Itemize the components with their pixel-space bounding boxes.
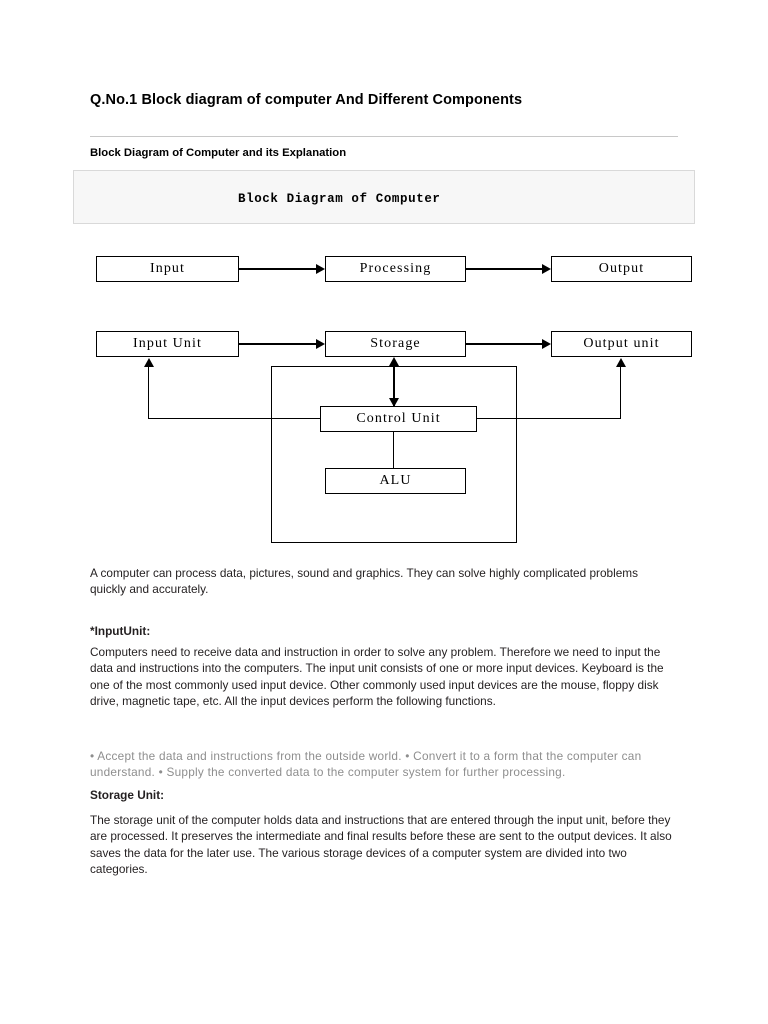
connector-inputunit-to-storage [239,343,316,345]
input-unit-heading: *InputUnit: [90,624,151,638]
arrowhead-inputunit-to-storage-icon [316,339,325,349]
connector-controlunit-to-alu [393,432,394,468]
connector-controlunit-left-horizontal [148,418,320,419]
diagram-node-alu: ALU [325,468,466,494]
diagram-node-storage: Storage [325,331,466,357]
connector-processing-to-output [466,268,542,270]
intro-paragraph: A computer can process data, pictures, s… [90,566,638,597]
connector-storage-to-outputunit [466,343,542,345]
diagram-node-control-unit: Control Unit [320,406,477,432]
horizontal-divider [90,136,678,137]
page-title: Q.No.1 Block diagram of computer And Dif… [90,92,523,108]
banner-box [73,170,695,224]
connector-storage-controlunit [393,362,395,408]
arrowhead-up-to-outputunit-icon [616,358,626,367]
section-subtitle: Block Diagram of Computer and its Explan… [90,147,347,159]
connector-input-to-processing [239,268,316,270]
storage-unit-heading: Storage Unit: [90,788,165,802]
block-diagram: Input Processing Output Input Unit Stora… [90,240,710,550]
diagram-node-processing: Processing [325,256,466,282]
diagram-node-input-unit: Input Unit [96,331,239,357]
arrowhead-up-to-inputunit-icon [144,358,154,367]
arrowhead-storage-to-outputunit-icon [542,339,551,349]
storage-unit-paragraph: The storage unit of the computer holds d… [90,813,672,876]
arrowhead-down-to-controlunit-icon [389,398,399,407]
diagram-node-output-unit: Output unit [551,331,692,357]
diagram-node-input: Input [96,256,239,282]
diagram-node-output: Output [551,256,692,282]
arrowhead-input-to-processing-icon [316,264,325,274]
connector-controlunit-right-horizontal [477,418,620,419]
input-unit-paragraph: Computers need to receive data and instr… [90,645,664,708]
arrowhead-processing-to-output-icon [542,264,551,274]
arrowhead-up-to-storage-icon [389,357,399,366]
input-functions-bullets: • Accept the data and instructions from … [90,749,642,780]
banner-title: Block Diagram of Computer [238,192,441,206]
connector-controlunit-right-vertical [620,367,621,419]
connector-controlunit-left-vertical [148,367,149,419]
